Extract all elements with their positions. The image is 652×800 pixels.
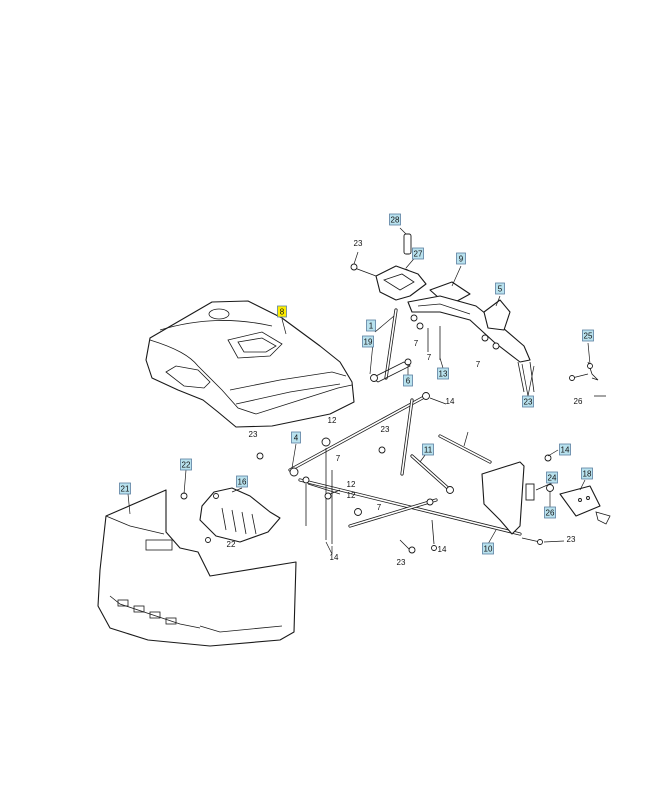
callout-label: 16 bbox=[238, 478, 247, 487]
callout-box bbox=[482, 542, 494, 555]
part-label-23: 23 bbox=[354, 239, 363, 248]
part-label-7: 7 bbox=[476, 360, 481, 369]
callout-label: 25 bbox=[584, 332, 593, 341]
callout-label: 8 bbox=[280, 308, 285, 317]
callout-10[interactable]: 10 bbox=[482, 542, 494, 555]
callout-28[interactable]: 28 bbox=[389, 213, 401, 226]
callout-label: 22 bbox=[182, 461, 191, 470]
callout-label: 5 bbox=[498, 285, 503, 294]
callout-27[interactable]: 27 bbox=[412, 247, 424, 260]
callout-layer: 28 27 9 5 1 19 6 13 25 23 8 4 11 14 22 16 21 24 18 26 10 bbox=[119, 213, 594, 555]
callout-label: 27 bbox=[414, 250, 423, 259]
callout-box bbox=[559, 443, 571, 456]
part-label-14: 14 bbox=[330, 553, 339, 562]
callout-box bbox=[366, 319, 376, 332]
part-label-7: 7 bbox=[414, 339, 419, 348]
part-label-26: 26 bbox=[574, 397, 583, 406]
side-panel-part[interactable] bbox=[180, 487, 281, 543]
callout-box bbox=[581, 467, 593, 480]
callout-box bbox=[422, 443, 434, 456]
callout-box bbox=[582, 329, 594, 342]
callout-11[interactable]: 11 bbox=[422, 443, 434, 456]
callout-24[interactable]: 24 bbox=[546, 471, 558, 484]
callout-21[interactable]: 21 bbox=[119, 482, 131, 495]
callout-label: 4 bbox=[294, 434, 299, 443]
part-label-23: 23 bbox=[381, 425, 390, 434]
part-label-14: 14 bbox=[438, 545, 447, 554]
part-label-7: 7 bbox=[427, 353, 432, 362]
callout-box bbox=[437, 367, 449, 380]
callout-label: 19 bbox=[364, 338, 373, 347]
callout-box bbox=[546, 471, 558, 484]
callout-label: 11 bbox=[424, 446, 433, 455]
hood-part[interactable] bbox=[145, 300, 355, 428]
callout-label: 1 bbox=[369, 322, 374, 331]
callout-label: 14 bbox=[561, 446, 570, 455]
callout-6[interactable]: 6 bbox=[403, 374, 413, 387]
callout-box bbox=[180, 458, 192, 471]
callout-box bbox=[362, 335, 374, 348]
callout-label: 10 bbox=[484, 545, 493, 554]
callout-box bbox=[291, 431, 301, 444]
part-label-23: 23 bbox=[567, 535, 576, 544]
callout-4[interactable]: 4 bbox=[291, 431, 301, 444]
part-label-14: 14 bbox=[446, 397, 455, 406]
callout-5[interactable]: 5 bbox=[495, 282, 505, 295]
leader-lines bbox=[127, 227, 591, 555]
callout-box bbox=[119, 482, 131, 495]
part-label-12: 12 bbox=[347, 480, 356, 489]
callout-25[interactable]: 25 bbox=[582, 329, 594, 342]
callout-box bbox=[412, 247, 424, 260]
part-label-12: 12 bbox=[347, 491, 356, 500]
callout-label: 18 bbox=[583, 470, 592, 479]
callout-1[interactable]: 1 bbox=[366, 319, 376, 332]
part-label-23: 23 bbox=[249, 430, 258, 439]
callout-box bbox=[389, 213, 401, 226]
callout-label: 28 bbox=[391, 216, 400, 225]
callout-box bbox=[403, 374, 413, 387]
part-label-12: 12 bbox=[328, 416, 337, 425]
callout-label: 13 bbox=[439, 370, 448, 379]
callout-23[interactable]: 23 bbox=[522, 395, 534, 408]
part-label-7: 7 bbox=[377, 503, 382, 512]
callout-26[interactable]: 26 bbox=[544, 506, 556, 519]
callout-label: 26 bbox=[546, 509, 555, 518]
callout-16[interactable]: 16 bbox=[236, 475, 248, 488]
callout-label: 21 bbox=[121, 485, 130, 494]
callout-22[interactable]: 22 bbox=[180, 458, 192, 471]
part-label-22: 22 bbox=[227, 540, 236, 549]
callout-box bbox=[495, 282, 505, 295]
callout-box bbox=[277, 305, 287, 318]
callout-box bbox=[456, 252, 466, 265]
callout-box bbox=[236, 475, 248, 488]
part-label-7: 7 bbox=[336, 454, 341, 463]
callout-box bbox=[544, 506, 556, 519]
front-cover-part[interactable] bbox=[97, 489, 297, 647]
upper-bracket-assembly[interactable] bbox=[350, 233, 606, 397]
callout-8[interactable]: 8 bbox=[277, 305, 287, 318]
part-label-23: 23 bbox=[397, 558, 406, 567]
callout-9[interactable]: 9 bbox=[456, 252, 466, 265]
callout-label: 24 bbox=[548, 474, 557, 483]
callout-label: 23 bbox=[524, 398, 533, 407]
callout-box bbox=[522, 395, 534, 408]
callout-label: 9 bbox=[459, 255, 464, 264]
lift-linkage-frame[interactable] bbox=[256, 392, 611, 554]
callout-13[interactable]: 13 bbox=[437, 367, 449, 380]
callout-19[interactable]: 19 bbox=[362, 335, 374, 348]
callout-18[interactable]: 18 bbox=[581, 467, 593, 480]
callout-label: 6 bbox=[406, 377, 411, 386]
callout-14[interactable]: 14 bbox=[559, 443, 571, 456]
